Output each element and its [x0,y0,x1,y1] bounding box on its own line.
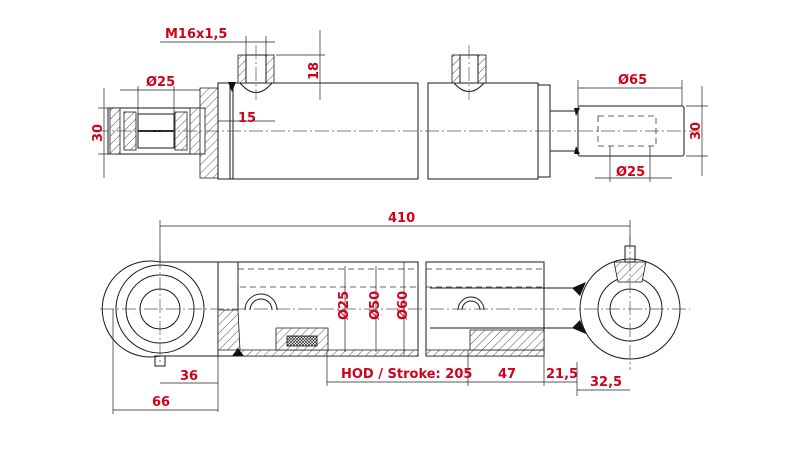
label-rod-end-length: Ø65 [618,73,647,88]
dim-port-thread: M16x1,5 [160,27,275,55]
dim-port-height: 18 [276,30,325,100]
label-eye-radius-rod: 32,5 [590,375,622,390]
dim-rod-end-width: 30 [686,86,708,176]
label-rod-end-bore: Ø25 [616,165,645,180]
label-bore-diameter: Ø50 [368,291,383,320]
side-view: 410 Ø25 Ø50 Ø60 HOD / Stroke: 205 47 21,… [100,211,690,414]
dim-gland-length: 47 [468,356,545,386]
label-port-height: 18 [307,62,322,80]
top-view: M16x1,5 18 15 Ø25 30 Ø65 [91,27,708,182]
dim-stroke: HOD / Stroke: 205 [326,350,472,386]
label-stroke: HOD / Stroke: 205 [341,367,472,382]
dim-overall-length: 410 [159,211,631,262]
label-rod-to-eye: 21,5 [546,367,578,382]
dim-eye-outer-to-base: 66 [112,309,218,414]
label-port-offset: 15 [238,111,256,126]
piston-rod-side [430,282,586,334]
label-overall-length: 410 [388,211,415,226]
label-gland-length: 47 [498,367,516,382]
cylinder-body-top [217,82,551,180]
dim-rear-eye-width: 30 [91,88,110,178]
dim-eye-to-base: 36 [160,356,219,412]
dim-eye-radius-rod: 32,5 [577,375,630,391]
label-rear-eye-bore: Ø25 [146,75,175,90]
label-port-thread: M16x1,5 [165,27,227,42]
dim-rear-eye-bore: Ø25 [120,75,200,114]
dim-diameters: Ø25 Ø50 Ø60 [337,262,411,356]
cylinder-tube-side [217,261,545,357]
label-tube-outer-diameter: Ø60 [396,291,411,320]
label-rear-eye-width: 30 [91,124,106,142]
dim-rod-end-length: Ø65 [577,73,683,106]
label-rod-end-width: 30 [689,122,704,140]
label-eye-outer-to-base: 66 [152,395,170,410]
label-eye-to-base: 36 [180,369,198,384]
label-rod-diameter: Ø25 [337,291,352,320]
dim-rod-end-bore: Ø25 [595,146,672,182]
dim-port-offset: 15 [218,111,275,126]
rear-clevis-section [107,87,219,179]
dim-rod-to-eye: 21,5 [544,362,578,396]
